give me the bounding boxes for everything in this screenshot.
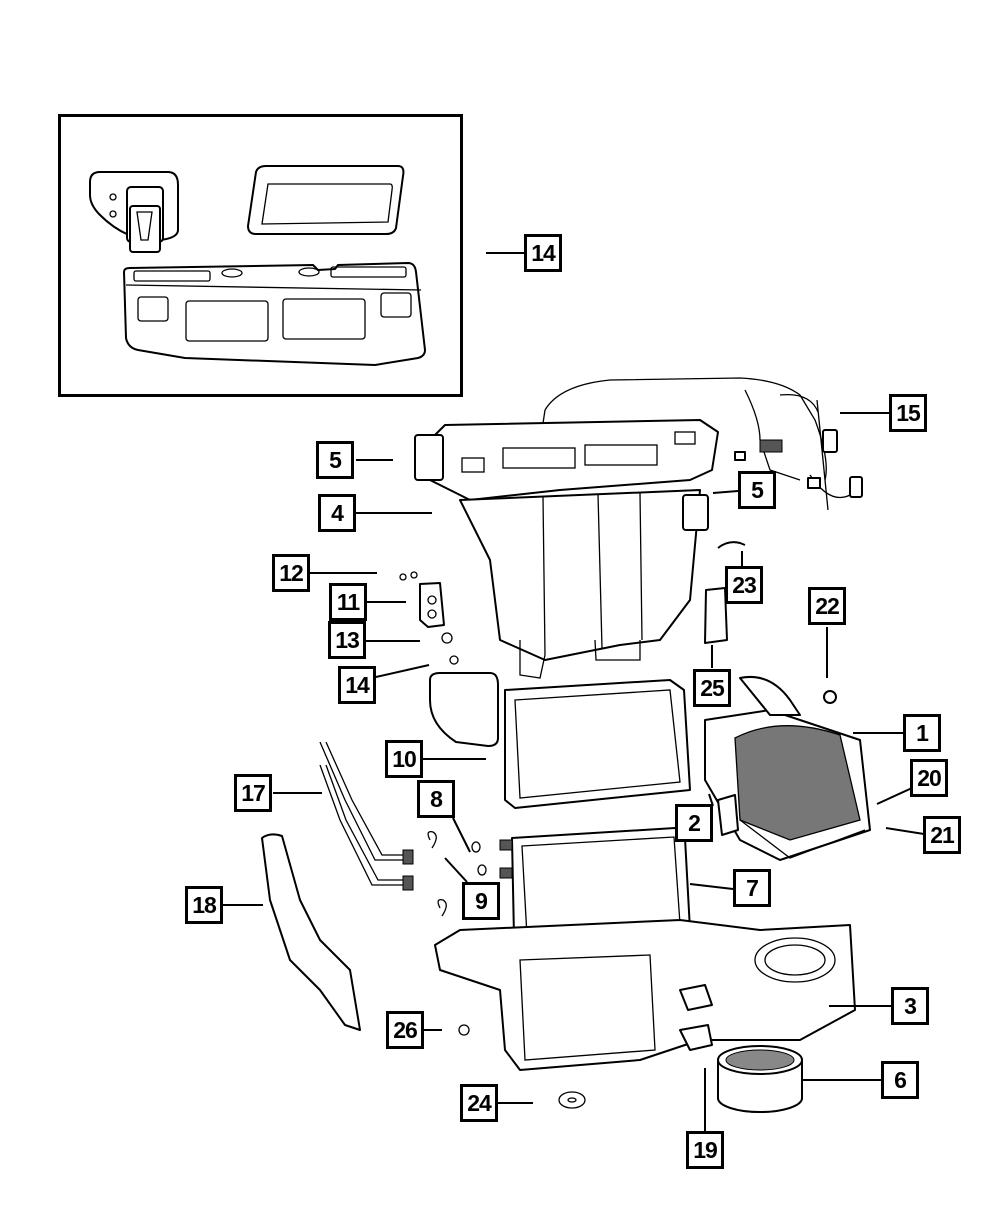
callout-23[interactable]: 23: [725, 566, 763, 604]
callout-14[interactable]: 14: [338, 666, 376, 704]
actuator-2: [717, 794, 739, 836]
callout-19[interactable]: 19: [686, 1131, 724, 1169]
callout-17[interactable]: 17: [234, 774, 272, 812]
o-rings-8: [471, 841, 487, 876]
inset-adapter-duct: [123, 262, 426, 366]
callout-13[interactable]: 13: [328, 621, 366, 659]
callout-18[interactable]: 18: [185, 886, 223, 924]
blower-resistor: [679, 1024, 713, 1051]
callout-9[interactable]: 9: [462, 882, 500, 920]
callout-12[interactable]: 12: [272, 554, 310, 592]
callout-24[interactable]: 24: [460, 1084, 498, 1122]
inset-frame-15: [58, 114, 463, 397]
callout-3[interactable]: 3: [891, 987, 929, 1025]
o-ring-13: [441, 632, 453, 644]
callout-25[interactable]: 25: [693, 669, 731, 707]
callout-16[interactable]: 15: [889, 394, 927, 432]
callout-5-left[interactable]: 5: [316, 441, 354, 479]
callout-1[interactable]: 1: [903, 714, 941, 752]
expansion-valve: [419, 582, 445, 628]
heater-hoses: [319, 741, 414, 891]
o-ring-14: [449, 655, 459, 665]
nut-22: [823, 690, 837, 704]
callout-4[interactable]: 4: [318, 494, 356, 532]
upper-hvac-housing: [414, 419, 719, 679]
screw-26: [458, 1024, 470, 1036]
screws-12: [399, 571, 418, 581]
callout-26[interactable]: 26: [386, 1011, 424, 1049]
callout-5-right[interactable]: 5: [738, 471, 776, 509]
sensor-23: [717, 541, 746, 549]
clamps-9: [427, 831, 447, 917]
duct-18: [261, 833, 361, 1031]
grille-25: [704, 587, 728, 644]
callout-22[interactable]: 22: [808, 587, 846, 625]
callout-20[interactable]: 20: [910, 759, 948, 797]
callout-6[interactable]: 6: [881, 1061, 919, 1099]
lower-hvac-housing: [434, 919, 856, 1071]
callout-7[interactable]: 7: [733, 869, 771, 907]
callout-10[interactable]: 10: [385, 740, 423, 778]
evaporator: [429, 672, 691, 809]
callout-21[interactable]: 21: [923, 816, 961, 854]
inset-seal-clip: [89, 171, 179, 253]
blower-housing-filter: [704, 676, 871, 861]
drain-seal: [558, 1091, 586, 1109]
callout-11[interactable]: 11: [329, 583, 367, 621]
callout-2[interactable]: 2: [675, 804, 713, 842]
blower-motor: [717, 1045, 803, 1113]
callout-8[interactable]: 8: [417, 780, 455, 818]
leader-lines: [223, 252, 925, 1131]
inset-gasket: [247, 165, 405, 235]
callout-15[interactable]: 14: [524, 234, 562, 272]
